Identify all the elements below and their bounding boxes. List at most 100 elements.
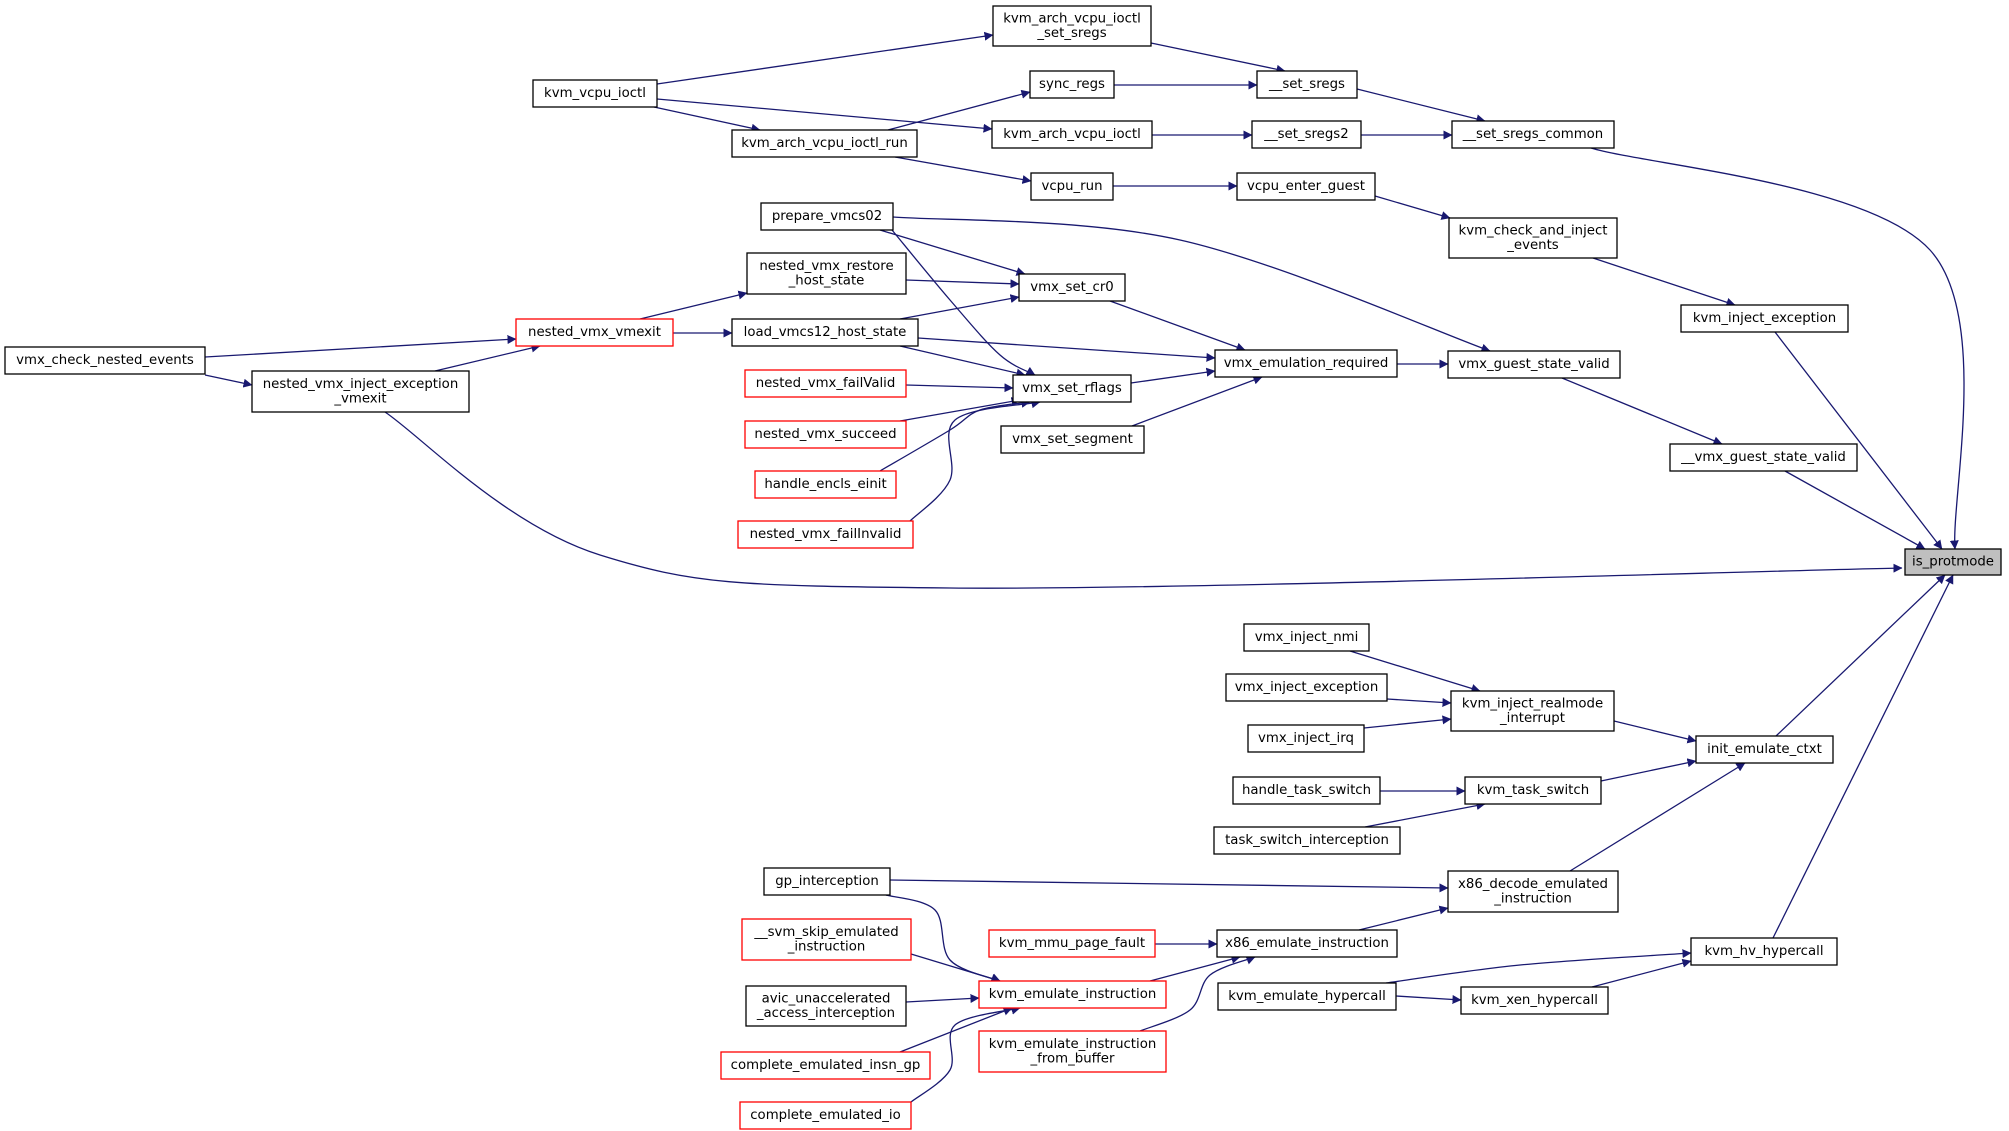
node-box — [991, 120, 1153, 149]
node-kvm-arch-vcpu-ioctl-run[interactable]: kvm_arch_vcpu_ioctl_run — [731, 129, 918, 158]
node-sync-regs[interactable]: sync_regs — [1029, 70, 1115, 99]
node-gp-interception[interactable]: gp_interception — [763, 867, 891, 896]
node-vmx-check-nested-events[interactable]: vmx_check_nested_events — [4, 346, 206, 375]
node-box — [1447, 350, 1621, 379]
node-vmx-inject-irq[interactable]: vmx_inject_irq — [1247, 724, 1365, 753]
node-label: nested_vmx_succeed — [754, 427, 896, 442]
node-kvm-arch-vcpu-ioctl[interactable]: kvm_arch_vcpu_ioctl — [991, 120, 1153, 149]
edge-path — [879, 398, 1031, 472]
node-label: vmx_guest_state_valid — [1458, 357, 1609, 372]
edge-prepare-vmcs02-to-vmx-set-rflags — [891, 229, 1036, 376]
node-x86-emulate-instruction[interactable]: x86_emulate_instruction — [1216, 929, 1398, 958]
node-label: kvm_hv_hypercall — [1704, 944, 1823, 959]
node-vcpu-enter-guest[interactable]: vcpu_enter_guest — [1236, 172, 1376, 201]
node-vmx-set-cr0[interactable]: vmx_set_cr0 — [1018, 273, 1126, 302]
node-complete-emulated-io[interactable]: complete_emulated_io — [739, 1101, 912, 1130]
edge-x86-emulate-instruction-to-x86-decode-emulated-instruction — [1358, 905, 1449, 931]
node-vcpu-run[interactable]: vcpu_run — [1030, 172, 1114, 201]
node-kvm-hv-hypercall[interactable]: kvm_hv_hypercall — [1690, 937, 1838, 966]
node-box — [1214, 349, 1398, 378]
node-nested-vmx-failinvalid[interactable]: nested_vmx_failInvalid — [737, 520, 914, 549]
edge-path — [1139, 955, 1256, 1032]
edge-kvm-arch-vcpu-ioctl-set-sregs-to-set-sregs — [1150, 42, 1286, 74]
node-box — [1232, 776, 1381, 805]
node-label: vmx_set_cr0 — [1030, 280, 1114, 295]
edge-vmx-inject-nmi-to-kvm-inject-realmode-interrupt — [1349, 650, 1481, 693]
node-label: __vmx_guest_state_valid — [1680, 450, 1846, 465]
node-label: vmx_set_rflags — [1022, 381, 1122, 396]
node-handle-task-switch[interactable]: handle_task_switch — [1232, 776, 1381, 805]
node-label: kvm_inject_realmode — [1462, 696, 1603, 711]
node-label: vmx_inject_irq — [1258, 731, 1354, 746]
node-kvm-check-and-inject-events[interactable]: kvm_check_and_inject_events — [1448, 217, 1618, 259]
node-x86-decode-emulated-instruction[interactable]: x86_decode_emulated_instruction — [1447, 870, 1619, 913]
edge-path — [1349, 650, 1481, 693]
node-kvm-vcpu-ioctl[interactable]: kvm_vcpu_ioctl — [532, 79, 658, 108]
node-nested-vmx-restore-host-state[interactable]: nested_vmx_restore_host_state — [746, 252, 907, 295]
node-set-sregs2[interactable]: __set_sregs2 — [1251, 120, 1362, 149]
node-handle-encls-einit[interactable]: handle_encls_einit — [754, 470, 897, 499]
node-box — [988, 929, 1156, 958]
node-box — [1029, 70, 1115, 99]
edge-path — [1774, 331, 1943, 550]
node-label: _access_interception — [756, 1006, 895, 1021]
node-kvm-emulate-instruction[interactable]: kvm_emulate_instruction — [978, 980, 1167, 1009]
node-box — [731, 129, 918, 158]
node-kvm-task-switch[interactable]: kvm_task_switch — [1464, 776, 1602, 805]
node-set-sregs[interactable]: __set_sregs — [1256, 70, 1358, 99]
node-vmx-inject-exception[interactable]: vmx_inject_exception — [1225, 673, 1388, 702]
node-label: __set_sregs — [1268, 77, 1345, 92]
node-kvm-inject-exception[interactable]: kvm_inject_exception — [1680, 304, 1849, 333]
node-label: task_switch_interception — [1225, 833, 1389, 848]
node-vmx-guest-state-valid2[interactable]: __vmx_guest_state_valid — [1669, 443, 1858, 472]
node-label: kvm_vcpu_ioctl — [544, 86, 646, 101]
edge-path — [910, 953, 1001, 983]
node-label: x86_emulate_instruction — [1225, 936, 1389, 951]
node-label: vmx_emulation_required — [1224, 356, 1389, 371]
node-set-sregs-common[interactable]: __set_sregs_common — [1451, 120, 1615, 149]
node-box — [1216, 929, 1398, 958]
edge-complete-emulated-io-to-kvm-emulate-instruction — [910, 1005, 1021, 1103]
node-box — [744, 420, 907, 449]
node-label: kvm_check_and_inject — [1459, 223, 1608, 238]
edge-kvm-vcpu-ioctl-to-kvm-arch-vcpu-ioctl — [656, 98, 993, 133]
node-avic-unaccelerated-access-interception[interactable]: avic_unaccelerated_access_interception — [745, 985, 907, 1027]
edge-path — [899, 345, 1026, 378]
node-vmx-set-rflags[interactable]: vmx_set_rflags — [1012, 374, 1132, 403]
node-task-switch-interception[interactable]: task_switch_interception — [1213, 826, 1401, 855]
node-nested-vmx-vmexit[interactable]: nested_vmx_vmexit — [515, 318, 674, 347]
node-label: avic_unaccelerated — [762, 991, 891, 1006]
node-kvm-arch-vcpu-ioctl-set-sregs[interactable]: kvm_arch_vcpu_ioctl_set_sregs — [992, 5, 1152, 47]
node-load-vmcs12-host-state[interactable]: load_vmcs12_host_state — [731, 318, 919, 347]
node-kvm-emulate-hypercall[interactable]: kvm_emulate_hypercall — [1217, 982, 1397, 1011]
edge-kvm-task-switch-to-init-emulate-ctxt — [1600, 758, 1697, 782]
node-box — [978, 1030, 1167, 1073]
edge-vmx-inject-irq-to-kvm-inject-realmode-interrupt — [1363, 715, 1452, 729]
node-box — [1690, 937, 1838, 966]
edge-vmx-set-cr0-to-vmx-emulation-required — [1109, 300, 1246, 352]
node-vmx-set-segment[interactable]: vmx_set_segment — [1000, 425, 1145, 454]
node-svm-skip-emulated-instruction[interactable]: __svm_skip_emulated_instruction — [741, 918, 912, 961]
node-prepare-vmcs02[interactable]: prepare_vmcs02 — [760, 202, 894, 231]
node-vmx-inject-nmi[interactable]: vmx_inject_nmi — [1243, 623, 1370, 652]
node-nested-vmx-succeed[interactable]: nested_vmx_succeed — [744, 420, 907, 449]
edge-load-vmcs12-host-state-to-vmx-emulation-required — [917, 337, 1216, 362]
node-init-emulate-ctxt[interactable]: init_emulate_ctxt — [1695, 735, 1834, 764]
node-box — [1030, 172, 1114, 201]
node-label: kvm_arch_vcpu_ioctl — [1003, 127, 1141, 142]
edge-path — [1358, 905, 1449, 931]
node-vmx-emulation-required[interactable]: vmx_emulation_required — [1214, 349, 1398, 378]
node-kvm-xen-hypercall[interactable]: kvm_xen_hypercall — [1460, 986, 1609, 1015]
edge-path — [1130, 367, 1216, 384]
node-box — [1225, 673, 1388, 702]
node-kvm-inject-realmode-interrupt[interactable]: kvm_inject_realmode_interrupt — [1450, 690, 1615, 732]
node-nested-vmx-failvalid[interactable]: nested_vmx_failValid — [744, 369, 907, 398]
edge-path — [204, 335, 517, 358]
edge-path — [1569, 762, 1746, 872]
node-kvm-mmu-page-fault[interactable]: kvm_mmu_page_fault — [988, 929, 1156, 958]
node-kvm-emulate-instruction-from-buffer[interactable]: kvm_emulate_instruction_from_buffer — [978, 1030, 1167, 1073]
node-vmx-guest-state-valid[interactable]: vmx_guest_state_valid — [1447, 350, 1621, 379]
node-nested-vmx-inject-exception-vmexit[interactable]: nested_vmx_inject_exception_vmexit — [251, 370, 470, 413]
node-complete-emulated-insn-gp[interactable]: complete_emulated_insn_gp — [720, 1051, 931, 1080]
edge-path — [1395, 994, 1462, 1004]
